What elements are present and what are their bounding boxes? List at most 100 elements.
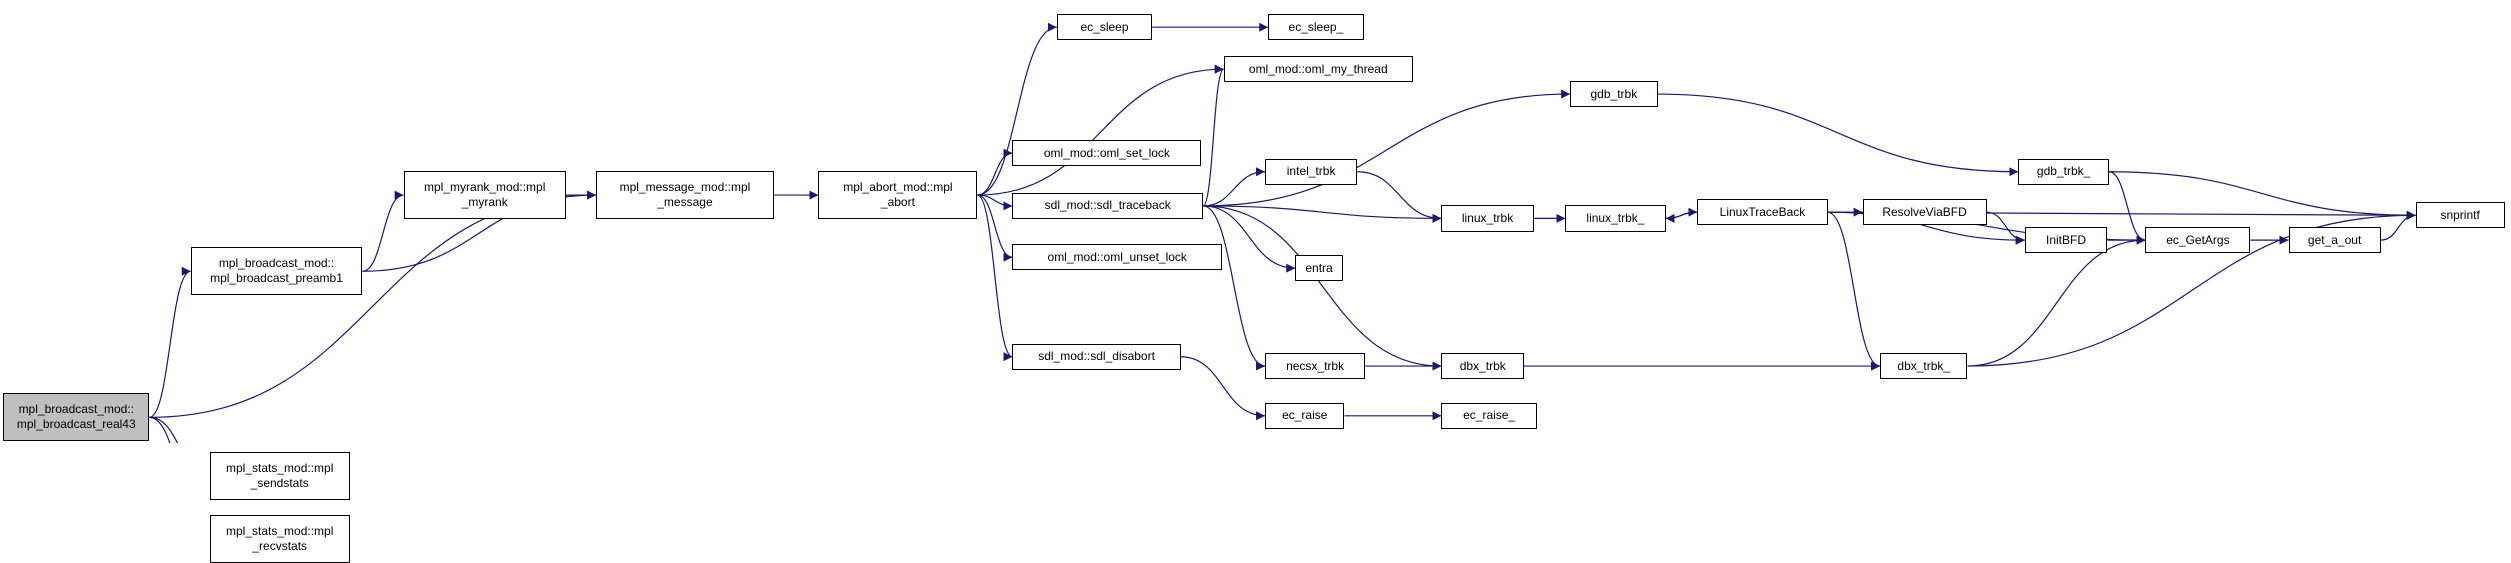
node-label-line: InitBFD bbox=[2045, 232, 2086, 247]
call-edge-abort-to-oml_my_thread bbox=[977, 64, 1224, 196]
call-edge-sdl_traceback-to-dbx_trbk bbox=[1203, 205, 1442, 371]
call-edge-LinuxTraceBack-to-dbx_trbk_ bbox=[1827, 211, 1881, 371]
node-label-line: entra bbox=[1305, 260, 1333, 275]
node-label-line: sdl_mod::sdl_disabort bbox=[1038, 349, 1155, 364]
node-snprintf[interactable]: snprintf bbox=[2415, 202, 2505, 229]
node-label-line: mpl_stats_mod::mpl bbox=[226, 461, 334, 476]
node-get-a-out[interactable]: get_a_out bbox=[2288, 226, 2381, 254]
call-edge-sdl_traceback-to-entra bbox=[1203, 205, 1296, 273]
node-label-line: _message bbox=[657, 195, 713, 210]
call-edge-root-to-recvstats bbox=[149, 416, 171, 443]
node-label-line: _recvstats bbox=[252, 538, 308, 553]
node-label-line: mpl_myrank_mod::mpl bbox=[424, 180, 546, 195]
node-label-line: ec_GetArgs bbox=[2166, 232, 2230, 247]
call-edge-sdl_traceback-to-gdb_trbk bbox=[1203, 89, 1571, 207]
node-linux-trbk-underscore[interactable]: linux_trbk_ bbox=[1565, 205, 1666, 232]
node-ec-raise[interactable]: ec_raise bbox=[1265, 402, 1345, 429]
call-edge-root-to-sendstats bbox=[149, 416, 179, 443]
node-label-line: gdb_trbk bbox=[1590, 86, 1638, 101]
node-sdl-disabort[interactable]: sdl_mod::sdl_disabort bbox=[1012, 343, 1181, 370]
call-edge-gdb_trbk_-to-snprintf bbox=[2108, 171, 2416, 220]
node-linuxtraceback[interactable]: LinuxTraceBack bbox=[1697, 198, 1828, 226]
node-label-line: linux_trbk bbox=[1461, 210, 1514, 225]
node-ec-getargs[interactable]: ec_GetArgs bbox=[2145, 226, 2251, 254]
node-label-line: mpl_broadcast_real43 bbox=[16, 417, 136, 432]
node-label-line: _myrank bbox=[461, 195, 508, 210]
node-oml-my-thread[interactable]: oml_mod::oml_my_thread bbox=[1223, 55, 1413, 83]
node-ec-raise-underscore[interactable]: ec_raise_ bbox=[1441, 402, 1537, 429]
node-dbx-trbk-underscore[interactable]: dbx_trbk_ bbox=[1880, 352, 1968, 380]
call-edge-abort-to-ec_sleep bbox=[977, 22, 1057, 196]
call-edge-gdb_trbk_-to-ec_GetArgs bbox=[2108, 171, 2146, 245]
node-label-line: sdl_mod::sdl_traceback bbox=[1044, 198, 1171, 213]
node-label-line: mpl_broadcast_mod:: bbox=[18, 402, 134, 417]
call-edge-LinuxTraceBack-to-InitBFD bbox=[1827, 211, 2025, 245]
call-edge-sdl_traceback-to-intel_trbk bbox=[1203, 167, 1266, 207]
node-intel-trbk[interactable]: intel_trbk bbox=[1265, 158, 1358, 185]
node-initbfd[interactable]: InitBFD bbox=[2024, 226, 2108, 254]
node-gdb-trbk-underscore[interactable]: gdb_trbk_ bbox=[2018, 158, 2109, 185]
call-edge-sdl_traceback-to-necsx_trbk bbox=[1202, 205, 1266, 371]
node-dbx-trbk[interactable]: dbx_trbk bbox=[1441, 352, 1525, 380]
call-edge-abort-to-sdl_disabort bbox=[977, 194, 1013, 362]
node-message[interactable]: mpl_message_mod::mpl_message bbox=[595, 170, 774, 220]
node-ec-sleep-underscore[interactable]: ec_sleep_ bbox=[1268, 13, 1364, 41]
node-label-line: ec_raise_ bbox=[1463, 408, 1516, 423]
node-label-line: LinuxTraceBack bbox=[1719, 204, 1806, 219]
node-label-line: oml_mod::oml_unset_lock bbox=[1047, 249, 1187, 264]
node-label-line: ec_sleep_ bbox=[1288, 19, 1344, 34]
node-abort[interactable]: mpl_abort_mod::mpl_abort bbox=[818, 170, 978, 220]
call-edge-gdb_trbk-to-gdb_trbk_ bbox=[1657, 93, 2019, 177]
call-edge-intel_trbk-to-linux_trbk bbox=[1357, 171, 1442, 223]
call-edge-preamb-to-myrank bbox=[362, 190, 404, 272]
node-label-line: mpl_broadcast_preamb1 bbox=[210, 271, 343, 286]
node-label-line: mpl_message_mod::mpl bbox=[619, 180, 751, 195]
node-label-line: necsx_trbk bbox=[1286, 358, 1345, 373]
node-label-line: ec_raise bbox=[1282, 408, 1328, 423]
node-sdl-traceback[interactable]: sdl_mod::sdl_traceback bbox=[1012, 192, 1204, 220]
call-edge-LinuxTraceBack-to-linux_trbk_ bbox=[1665, 211, 1698, 223]
node-label-line: mpl_stats_mod::mpl bbox=[226, 523, 334, 538]
node-resolveviabfd[interactable]: ResolveViaBFD bbox=[1862, 198, 1987, 226]
call-edge-ResolveViaBFD-to-InitBFD bbox=[1986, 211, 2025, 245]
node-label-line: get_a_out bbox=[2307, 232, 2362, 247]
call-edge-dbx_trbk_-to-snprintf bbox=[1967, 210, 2416, 367]
call-edge-sdl_traceback-to-linux_trbk bbox=[1203, 205, 1442, 223]
call-edge-root-to-preamb bbox=[149, 266, 191, 418]
node-recvstats[interactable]: mpl_stats_mod::mpl_recvstats bbox=[209, 514, 350, 563]
node-label-line: snprintf bbox=[2440, 207, 2480, 222]
node-sendstats[interactable]: mpl_stats_mod::mpl_sendstats bbox=[209, 452, 350, 501]
node-label-line: _abort bbox=[880, 195, 915, 210]
node-label-line: oml_mod::oml_my_thread bbox=[1248, 61, 1388, 76]
node-label-line: intel_trbk bbox=[1286, 164, 1336, 179]
call-edge-abort-to-sdl_traceback bbox=[977, 194, 1013, 211]
node-linux-trbk[interactable]: linux_trbk bbox=[1441, 205, 1534, 232]
node-label-line: _sendstats bbox=[250, 476, 309, 491]
node-entra[interactable]: entra bbox=[1295, 254, 1343, 282]
call-edge-abort-to-oml_unset_lock bbox=[977, 194, 1013, 262]
node-oml-unset-lock[interactable]: oml_mod::oml_unset_lock bbox=[1012, 244, 1223, 271]
call-edge-sdl_disabort-to-ec_raise bbox=[1180, 356, 1266, 421]
node-label-line: oml_mod::oml_set_lock bbox=[1043, 145, 1170, 160]
node-label-line: mpl_abort_mod::mpl bbox=[843, 180, 953, 195]
node-myrank[interactable]: mpl_myrank_mod::mpl_myrank bbox=[403, 170, 566, 220]
node-oml-set-lock[interactable]: oml_mod::oml_set_lock bbox=[1012, 139, 1202, 167]
node-preamb[interactable]: mpl_broadcast_mod::mpl_broadcast_preamb1 bbox=[190, 247, 363, 296]
node-label-line: ec_sleep bbox=[1080, 19, 1129, 34]
call-edge-abort-to-oml_set_lock bbox=[977, 148, 1013, 196]
node-label-line: ResolveViaBFD bbox=[1882, 204, 1967, 219]
node-label-line: dbx_trbk bbox=[1459, 358, 1506, 373]
call-edge-sdl_traceback-to-oml_my_thread bbox=[1202, 64, 1225, 207]
node-necsx-trbk[interactable]: necsx_trbk bbox=[1265, 352, 1366, 380]
node-root: mpl_broadcast_mod::mpl_broadcast_real43 bbox=[3, 393, 150, 442]
node-label-line: mpl_broadcast_mod:: bbox=[218, 256, 335, 271]
node-label-line: linux_trbk_ bbox=[1586, 210, 1645, 225]
node-gdb-trbk[interactable]: gdb_trbk bbox=[1570, 80, 1658, 108]
node-label-line: gdb_trbk_ bbox=[2036, 164, 2091, 179]
call-edge-root-to-message bbox=[149, 190, 596, 418]
node-ec-sleep[interactable]: ec_sleep bbox=[1056, 13, 1153, 41]
node-label-line: dbx_trbk_ bbox=[1897, 358, 1951, 373]
call-edge-dbx_trbk_-to-ec_GetArgs bbox=[1967, 235, 2146, 367]
call-edge-get_a_out-to-snprintf bbox=[2380, 210, 2416, 241]
